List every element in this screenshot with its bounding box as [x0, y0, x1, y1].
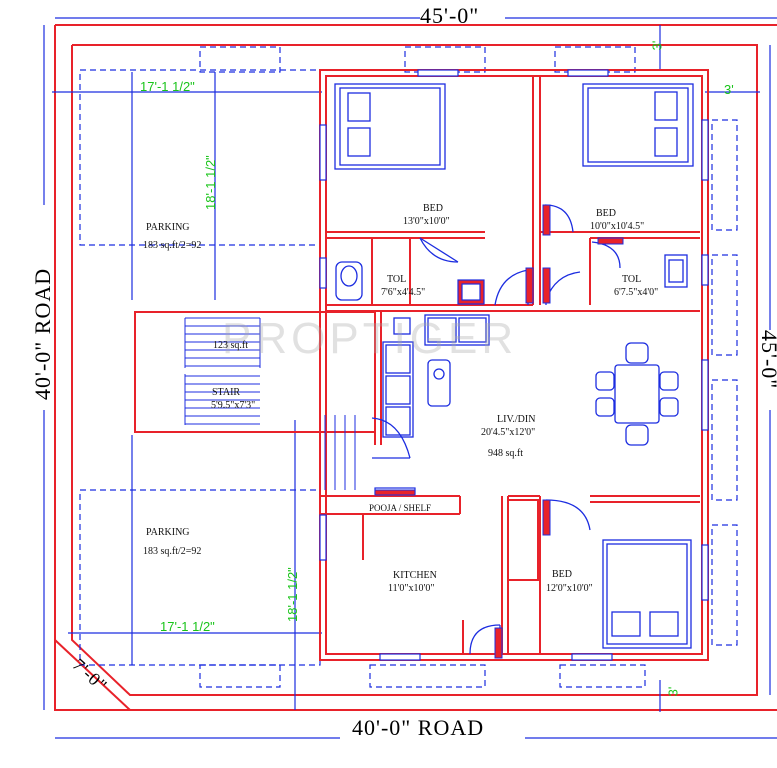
dim-left-road: 40'-0" ROAD	[30, 267, 55, 400]
pooja-name: POOJA / SHELF	[369, 503, 432, 513]
bed2-size: 10'0"x10'4.5"	[590, 221, 645, 232]
parking-bottom-name: PARKING	[146, 527, 190, 538]
dim-right: 45'-0"	[757, 330, 777, 390]
parking-outlines	[79, 46, 738, 688]
living-name: LIV./DIN	[497, 414, 536, 425]
bed1-size: 13'0"x10'0"	[403, 216, 450, 227]
house-walls	[134, 69, 709, 661]
parking-bottom-area: 183 sq.ft/2=92	[143, 546, 202, 557]
outer-dimension-lines	[43, 17, 777, 739]
parking-top-name: PARKING	[146, 222, 190, 233]
bed3-furniture	[602, 539, 692, 649]
bed1-name: BED	[423, 203, 443, 214]
dim-top: 45'-0"	[420, 3, 480, 28]
setback-top-label: 3'	[649, 40, 665, 51]
parking-bottom-height: 18'-1 1/2"	[285, 567, 300, 622]
bed1-furniture	[334, 83, 446, 170]
setback-right-label: 3'	[724, 82, 734, 97]
parking-dimension-lines	[52, 72, 322, 710]
watermark: PROPTIGER	[222, 314, 518, 363]
sofa-set	[382, 314, 490, 438]
living-size: 20'4.5"x12'0"	[481, 427, 536, 438]
stair-size: 5'9.5"x7'3"	[211, 400, 256, 411]
toilet1-name: TOL	[387, 274, 407, 285]
toilet2-name: TOL	[622, 274, 642, 285]
plot-boundary	[54, 24, 777, 711]
parking-top-height: 18'-1 1/2"	[203, 155, 218, 210]
stair-name: STAIR	[212, 387, 241, 398]
wash-basin	[457, 279, 485, 305]
dining-set	[595, 342, 679, 446]
stair-steps	[184, 317, 356, 490]
kitchen-name: KITCHEN	[393, 570, 437, 581]
bed3-size: 12'0"x10'0"	[546, 583, 593, 594]
living-area: 948 sq.ft	[488, 448, 523, 459]
door-leaves	[374, 204, 624, 659]
toilet-fixtures	[335, 254, 688, 301]
parking-bottom-width: 17'-1 1/2"	[160, 619, 215, 634]
toilet1-size: 7'6"x4'4.5"	[381, 287, 426, 298]
kitchen-size: 11'0"x10'0"	[388, 583, 435, 594]
bed3-name: BED	[552, 569, 572, 580]
parking-top-width: 17'-1 1/2"	[140, 79, 195, 94]
parking-top-area: 183 sq.ft/2=92	[143, 240, 202, 251]
dim-bottom-road: 40'-0" ROAD	[352, 715, 485, 740]
toilet2-size: 6'7.5"x4'0"	[614, 287, 659, 298]
bed2-furniture	[582, 83, 694, 167]
setback-bottom-label: 3'	[665, 686, 681, 697]
stair-area: 123 sq.ft	[213, 340, 248, 351]
bed2-name: BED	[596, 208, 616, 219]
